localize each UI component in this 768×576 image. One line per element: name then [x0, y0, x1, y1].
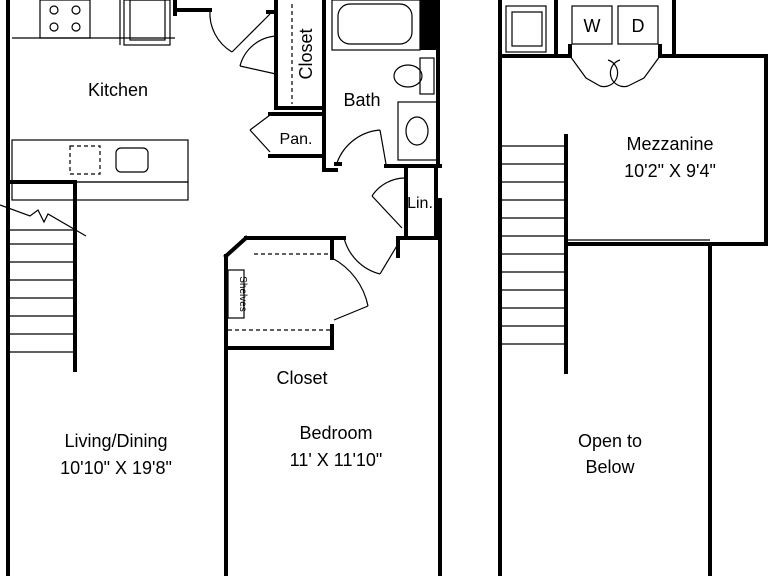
laundry-sink-icon [505, 5, 547, 53]
linen-label: Lin. [407, 195, 433, 212]
mezzanine-dims: 10'2" X 9'4" [624, 161, 716, 181]
dryer-label: D [632, 16, 645, 36]
bedroom-dims: 11' X 11'10" [290, 450, 383, 470]
living-dining-dims: 10'10" X 19'8" [60, 458, 172, 478]
sink-icon [397, 101, 439, 161]
stairs-mezzanine [502, 145, 566, 345]
shelves-label: Shelves [237, 276, 248, 312]
bath-label: Bath [343, 90, 380, 110]
mezzanine-label: Mezzanine [626, 134, 713, 154]
kitchen-label: Kitchen [88, 80, 148, 100]
below-label: Below [585, 457, 635, 477]
refrigerator-icon [123, 0, 171, 46]
kitchen-island [11, 139, 189, 201]
closet-top-label: Closet [296, 28, 316, 79]
stairs-main [0, 180, 87, 372]
living-dining-label: Living/Dining [64, 431, 167, 451]
bathtub-icon [331, 0, 421, 51]
dryer-icon: D [617, 5, 659, 45]
washer-label: W [584, 16, 601, 36]
pantry-label: Pan. [280, 131, 313, 148]
main-floor [0, 0, 442, 576]
toilet-icon [393, 57, 435, 95]
bedroom-closet-label: Closet [276, 368, 327, 388]
open-to-label: Open to [578, 431, 642, 451]
washer-icon: W [571, 5, 613, 45]
stove-icon [39, 0, 91, 39]
mezzanine-floor: W D [498, 0, 768, 576]
bedroom-label: Bedroom [299, 423, 372, 443]
